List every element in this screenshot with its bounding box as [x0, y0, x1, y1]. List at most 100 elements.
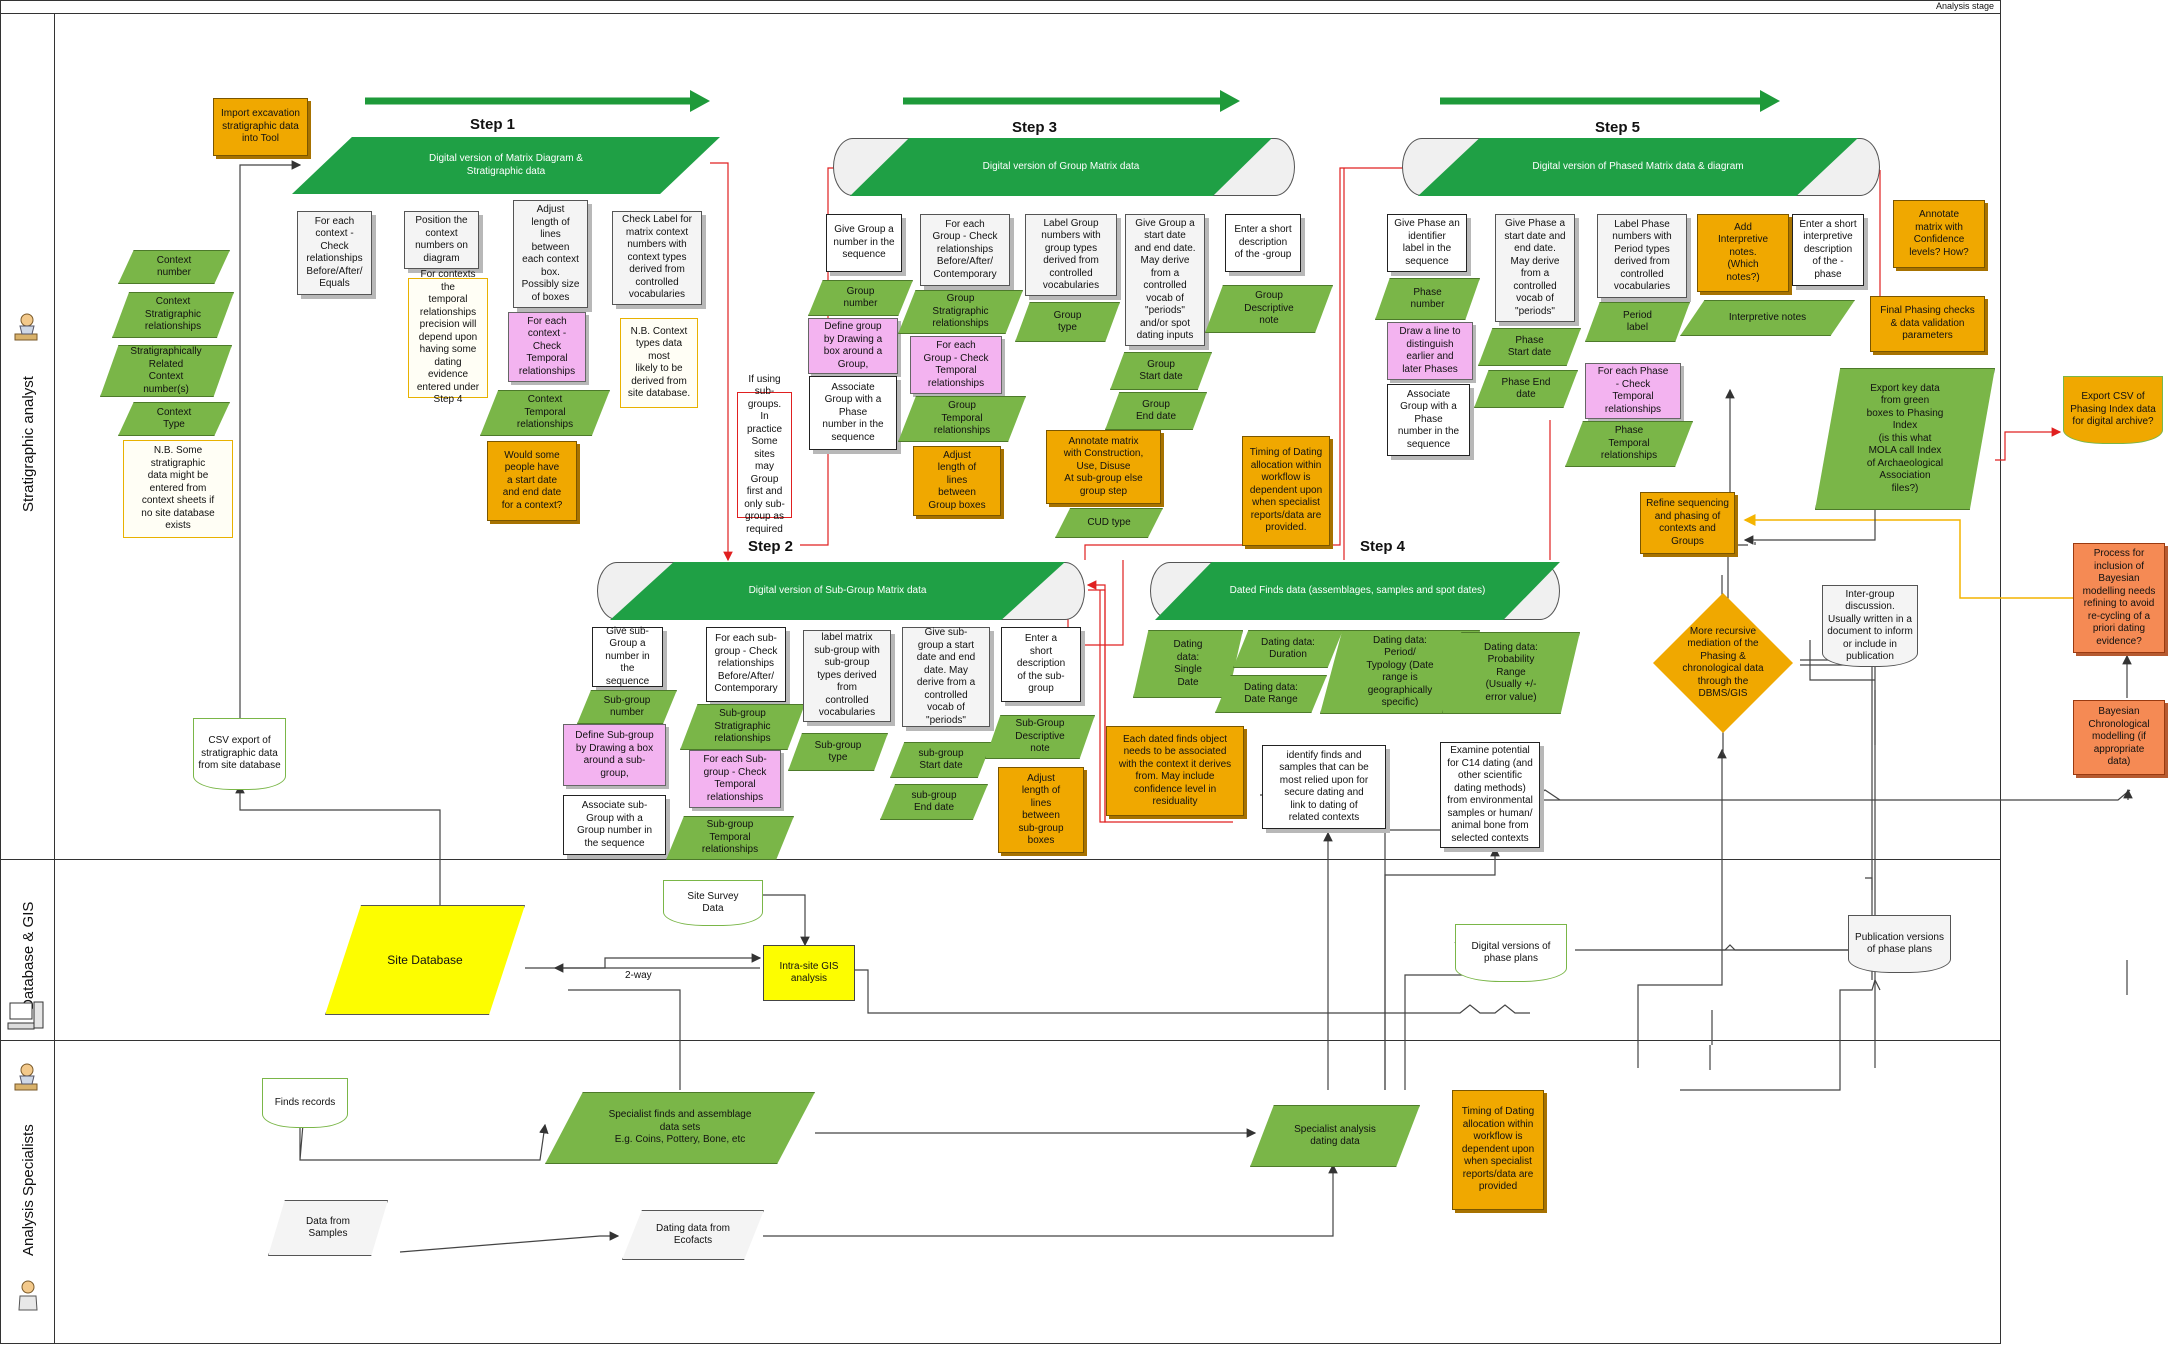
- specialist-analysis: Specialist analysis dating data: [1250, 1105, 1420, 1167]
- sub-group-temporal: Sub-group Temporal relationships: [666, 816, 794, 860]
- label-group: Label Group numbers with group types der…: [1025, 214, 1117, 296]
- phase-start: Phase Start date: [1478, 328, 1581, 366]
- step-1-banner: Digital version of Matrix Diagram & Stra…: [292, 137, 720, 194]
- add-interpretive-notes: Add Interpretive notes. (Which notes?): [1697, 214, 1789, 292]
- phase-end: Phase End date: [1474, 370, 1578, 408]
- step-2-banner: Digital version of Sub-Group Matrix data: [610, 562, 1065, 620]
- examine-c14: Examine potential for C14 dating (and ot…: [1440, 742, 1540, 848]
- export-key-data: Export key data from green boxes to Phas…: [1815, 368, 1995, 510]
- associate-group: Associate Group with a Phase number in t…: [809, 376, 897, 450]
- sub-group-description: Sub-Group Descriptive note: [985, 715, 1095, 759]
- csv-export-doc: CSV export of stratigraphic data from si…: [193, 718, 286, 790]
- group-strat: Group Stratigraphic relationships: [898, 290, 1023, 334]
- nb-types-note: N.B. Context types data most likely to b…: [620, 318, 698, 408]
- dating-probability: Dating data: Probability Range (Usually …: [1442, 632, 1580, 714]
- sub-group-temporal-check: For each Sub- group - Check Temporal rel…: [689, 750, 781, 808]
- label-sub-group: label matrix sub-group with sub-group ty…: [803, 630, 891, 722]
- sub-group-number: Sub-group number: [577, 690, 677, 724]
- define-group: Define group by Drawing a box around a G…: [808, 318, 898, 374]
- enter-sub-description: Enter a short description of the sub- gr…: [1001, 627, 1081, 702]
- interpretive-notes: Interpretive notes: [1680, 300, 1855, 336]
- lane-divider-1: [0, 859, 2001, 860]
- label-phase: Label Phase numbers with Period types de…: [1597, 214, 1687, 298]
- associate-phase: Associate Group with a Phase number in t…: [1387, 384, 1470, 456]
- adjust-lines: Adjust length of lines between each cont…: [513, 200, 588, 308]
- identify-finds: identify finds and samples that can be m…: [1262, 745, 1386, 829]
- specialist-finds: Specialist finds and assemblage data set…: [545, 1092, 815, 1164]
- dating-duration: Dating data: Duration: [1233, 630, 1343, 668]
- context-temporal: Context Temporal relationships: [480, 390, 610, 436]
- specialist-icon-2: [16, 1280, 40, 1312]
- associate-sub-group: Associate sub- Group with a Group number…: [563, 795, 666, 855]
- two-way-label: 2-way: [625, 970, 652, 981]
- step-1-label: Step 1: [470, 116, 516, 133]
- would-some-note: Would some people have a start date and …: [487, 441, 577, 521]
- define-sub-group: Define Sub-group by Drawing a box around…: [563, 724, 666, 786]
- context-type: Context Type: [118, 402, 230, 436]
- inter-group-doc: Inter-group discussion. Usually written …: [1822, 585, 1918, 667]
- lane-header-column: [0, 14, 55, 1344]
- sub-group-type: Sub-group type: [788, 733, 888, 771]
- lane-divider-2: [0, 1040, 2001, 1041]
- position-numbers: Position the context numbers on diagram: [404, 211, 479, 269]
- check-sub-group: For each sub- group - Check relationship…: [706, 627, 786, 702]
- data-from-samples: Data from Samples: [268, 1200, 388, 1256]
- publication-phase-plans: Publication versions of phase plans: [1848, 915, 1951, 973]
- analyst-icon: [12, 312, 40, 346]
- each-dated-note: Each dated finds object needs to be asso…: [1106, 726, 1244, 816]
- computer-icon: [6, 1000, 46, 1034]
- adjust-sub-lines: Adjust length of lines between sub-group…: [998, 767, 1084, 853]
- group-temporal-check: For each Group - Check Temporal relation…: [910, 336, 1002, 394]
- context-number: Context number: [118, 250, 230, 284]
- group-type: Group type: [1015, 302, 1120, 342]
- if-using-note: If using sub-groups. In practice Some si…: [737, 374, 792, 535]
- adjust-group-lines: Adjust length of lines between Group box…: [913, 446, 1001, 516]
- step-3-banner: Digital version of Group Matrix data: [850, 138, 1272, 196]
- bayesian-modelling: Bayesian Chronological modelling (if app…: [2073, 700, 2165, 775]
- step-5-banner: Digital version of Phased Matrix data & …: [1418, 138, 1858, 196]
- check-group: For each Group - Check relationships Bef…: [920, 214, 1010, 286]
- timing-note-specialists: Timing of Dating allocation within workf…: [1452, 1090, 1544, 1210]
- phase-temporal-check: For each Phase - Check Temporal relation…: [1585, 363, 1681, 419]
- give-sub-number: Give sub- Group a number in the sequence: [592, 626, 663, 687]
- cud-type: CUD type: [1055, 508, 1163, 538]
- precision-note: For contexts the temporal relationships …: [408, 269, 488, 405]
- lane-label-database: Database & GIS: [20, 901, 37, 1010]
- sub-group-start: sub-group Start date: [890, 742, 992, 778]
- digital-phase-plans: Digital versions of phase plans: [1455, 924, 1567, 982]
- step-4-banner: Dated Finds data (assemblages, samples a…: [1155, 562, 1560, 620]
- give-sub-dates: Give sub- group a start date and end dat…: [902, 627, 990, 727]
- give-phase-dates: Give Phase a start date and end date. Ma…: [1495, 214, 1575, 322]
- period-label: Period label: [1585, 302, 1690, 342]
- context-temporal-check: For each context - Check Temporal relati…: [508, 312, 586, 382]
- group-end: Group End date: [1105, 392, 1207, 430]
- group-number: Group number: [808, 280, 913, 316]
- group-temporal: Group Temporal relationships: [898, 396, 1026, 442]
- final-phasing-checks: Final Phasing checks & data validation p…: [1870, 296, 1985, 352]
- process-bayesian-note: Process for inclusion of Bayesian modell…: [2073, 543, 2165, 653]
- nb-note: N.B. Some stratigraphic data might be en…: [123, 440, 233, 538]
- sub-group-end: sub-group End date: [880, 784, 988, 820]
- timing-note: Timing of Dating allocation within workf…: [1242, 436, 1330, 546]
- check-relationships: For each context - Check relationships B…: [297, 211, 372, 295]
- dating-date-range: Dating data: Date Range: [1215, 675, 1327, 713]
- header-strip: [0, 0, 2001, 14]
- lane-label-specialists: Analysis Specialists: [20, 1124, 37, 1256]
- draw-phase-line: Draw a line to distinguish earlier and l…: [1387, 322, 1473, 380]
- site-survey-doc: Site Survey Data: [663, 880, 763, 926]
- check-label: Check Label for matrix context numbers w…: [612, 211, 702, 305]
- step-4-label: Step 4: [1360, 538, 1406, 555]
- diagram-frame: [0, 0, 2001, 1344]
- sub-group-strat: Sub-group Stratigraphic relationships: [680, 704, 805, 750]
- dating-single-date: Dating data: Single Date: [1133, 630, 1243, 698]
- intra-site-gis: Intra-site GIS analysis: [763, 945, 855, 1001]
- step-5-label: Step 5: [1595, 119, 1641, 136]
- refine-sequencing: Refine sequencing and phasing of context…: [1640, 492, 1735, 554]
- lane-label-stratigraphic: Stratigraphic analyst: [20, 376, 37, 512]
- enter-phase-description: Enter a short interpretive description o…: [1792, 214, 1864, 286]
- stage-label: Analysis stage: [1936, 1, 1995, 11]
- export-csv-doc: Export CSV of Phasing Index data for dig…: [2063, 376, 2163, 444]
- give-group-number: Give Group a number in the sequence: [826, 214, 902, 272]
- enter-group-description: Enter a short description of the -group: [1225, 214, 1301, 272]
